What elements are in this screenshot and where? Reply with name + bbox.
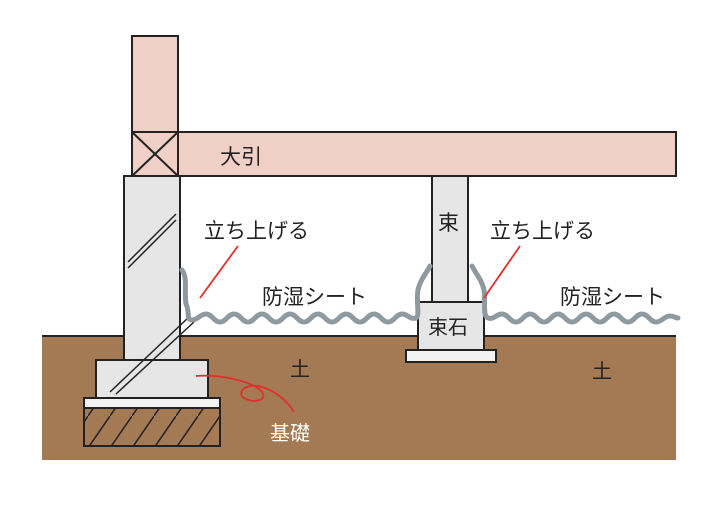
label-beam: 大引 [220, 145, 262, 169]
rebar-line-1 [127, 213, 177, 263]
rebar-line-2 [127, 219, 177, 269]
label-raise-left: 立ち上げる [204, 219, 309, 243]
label-foundation: 基礎 [270, 421, 310, 445]
wood-column [131, 35, 179, 135]
cross-line-2 [131, 131, 179, 177]
pointer-foundation [195, 374, 295, 413]
label-raise-right: 立ち上げる [490, 219, 595, 243]
gravel-base [83, 407, 221, 447]
floor-beam [131, 131, 677, 177]
gravel-base-top [83, 397, 221, 409]
label-sheet-right: 防湿シート [560, 285, 665, 309]
rebar-line-4 [115, 321, 195, 395]
moisture-sheet-left [179, 263, 433, 325]
post-stone-base [405, 349, 497, 363]
label-post: 束 [438, 211, 459, 235]
rebar-line-3 [109, 315, 191, 393]
pointer-raise-right [483, 245, 521, 299]
foundation-footing [95, 359, 209, 399]
label-soil-right: 土 [592, 359, 612, 383]
moisture-sheet-right [469, 263, 681, 325]
pointer-raise-left [199, 245, 239, 299]
label-post-stone: 束石 [428, 315, 468, 339]
label-soil-left: 土 [290, 357, 310, 381]
label-sheet-left: 防湿シート [262, 285, 367, 309]
floor-post [431, 175, 469, 303]
